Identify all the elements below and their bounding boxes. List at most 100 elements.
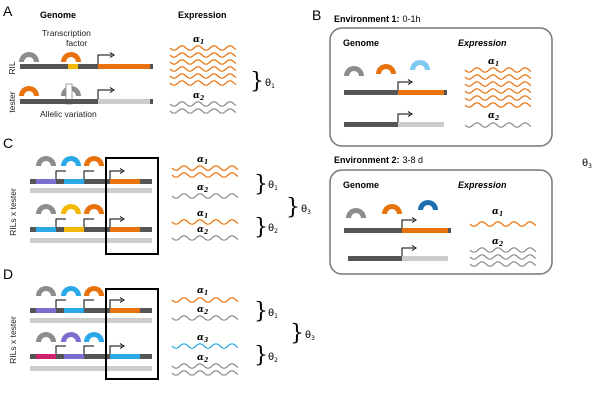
- panel-a-expression-heading: Expression: [178, 10, 227, 20]
- brace-icon: }: [286, 195, 300, 220]
- promoter-dark: [30, 308, 152, 313]
- tf-orange-icon: [19, 86, 39, 96]
- c-orange-waves-2: [171, 219, 239, 225]
- tss-arrow-icon: [109, 218, 122, 227]
- tf-orange-icon: [84, 286, 104, 296]
- panel-label-a: A: [3, 3, 13, 19]
- tss-arrow-icon: [97, 54, 112, 64]
- promoter-dark: [344, 228, 402, 233]
- tss-arrow-icon: [83, 345, 94, 354]
- theta-3-label-b: θ3: [582, 158, 592, 170]
- gene-orange: [402, 228, 448, 233]
- expression-wave: [469, 221, 537, 227]
- expression-wave: [171, 363, 239, 369]
- expression-wave: [171, 165, 239, 171]
- env1-alpha-2-label: α2: [488, 111, 499, 122]
- env2-label: Environment 2:3-8 d: [334, 155, 423, 165]
- env2-orange-waves: [469, 221, 537, 227]
- arrow-head-icon: [119, 297, 125, 303]
- expression-wave: [171, 193, 239, 199]
- c-gray-waves-1: [171, 193, 239, 199]
- expression-wave: [171, 343, 239, 349]
- expression-wave: [469, 254, 537, 260]
- d-alpha-1-label: α1: [197, 286, 208, 297]
- promoter-dark: [344, 122, 398, 127]
- tf-label-line2: factor: [66, 38, 87, 48]
- expression-wave: [169, 80, 237, 86]
- expression-wave: [464, 81, 532, 87]
- arrow-head-icon: [407, 79, 413, 85]
- focus-gene-box: [105, 288, 159, 380]
- ril-row-label: RIL: [7, 61, 17, 75]
- gene-gray: [402, 256, 448, 261]
- d-alpha-2-label: α2: [197, 305, 208, 316]
- tss-arrow-icon: [109, 299, 122, 308]
- panel-c: RILs x tester α1 α2 α1 α2: [8, 155, 311, 255]
- gene-end: [150, 64, 153, 69]
- panel-label-c: C: [3, 135, 13, 151]
- panel-a-genome-heading: Genome: [40, 10, 76, 20]
- expression-wave: [169, 45, 237, 51]
- tf-purple-icon: [61, 332, 81, 342]
- arrow-head-icon: [109, 87, 115, 93]
- tss-arrow-icon: [109, 345, 122, 354]
- tf-orange-icon: [61, 52, 81, 62]
- expression-wave: [464, 122, 532, 128]
- brace-icon: }: [254, 215, 268, 240]
- tf-label-line1: Transcription: [42, 28, 91, 38]
- promoter-dark: [30, 179, 152, 184]
- c-theta-3-label: θ3: [301, 204, 311, 216]
- env2-expression-heading: Expression: [458, 180, 507, 190]
- d-gray-waves-1: [171, 315, 239, 321]
- arrow-head-icon: [119, 168, 125, 174]
- tss-arrow-icon: [55, 299, 66, 308]
- expression-wave: [169, 59, 237, 65]
- promoter-dark: [344, 90, 398, 95]
- expression-wave: [169, 73, 237, 79]
- arrow-head-icon: [411, 245, 417, 251]
- expression-wave: [169, 108, 237, 114]
- binding-site-purple: [36, 308, 56, 313]
- env1-expression-heading: Expression: [458, 38, 507, 48]
- tf-blue-icon: [61, 286, 81, 296]
- expression-wave: [171, 235, 239, 241]
- d-orange-waves: [171, 297, 239, 303]
- panel-label-d: D: [3, 266, 13, 282]
- env2-genome-heading: Genome: [343, 180, 379, 190]
- tss-arrow-icon: [83, 299, 94, 308]
- binding-site-yellow: [64, 227, 84, 232]
- d-alpha-2b-label: α2: [197, 353, 208, 364]
- expression-wave: [464, 88, 532, 94]
- c-alpha-1-label: α1: [197, 155, 208, 166]
- gray-waves-low: [169, 101, 237, 114]
- gene-end: [150, 99, 153, 104]
- arrow-head-icon: [119, 216, 125, 222]
- gene-orange: [398, 90, 444, 95]
- binding-site-purple: [36, 179, 56, 184]
- tf-blue-icon: [84, 332, 104, 342]
- env2-alpha-1-label: α1: [492, 207, 503, 218]
- gene-orange: [110, 227, 140, 232]
- binding-site-pink: [36, 354, 56, 359]
- promoter-dark: [20, 64, 98, 69]
- c-orange-waves-1: [171, 165, 239, 178]
- binding-site-blue: [64, 179, 84, 184]
- gene-gray: [398, 122, 444, 127]
- gene-blue: [110, 354, 140, 359]
- tss-arrow-icon: [401, 247, 414, 256]
- expression-wave: [169, 101, 237, 107]
- tss-arrow-icon: [401, 219, 414, 228]
- brace-icon: }: [250, 69, 264, 94]
- panel-c-side-label: RILs x tester: [8, 188, 18, 236]
- expression-wave: [469, 247, 537, 253]
- gene-orange: [110, 308, 140, 313]
- arrow-head-icon: [411, 217, 417, 223]
- expression-wave: [169, 66, 237, 72]
- tf-orange-icon: [84, 156, 104, 166]
- expression-wave: [469, 261, 537, 267]
- tf-gray-icon: [36, 204, 56, 214]
- tf-yellow-icon: [61, 204, 81, 214]
- tss-arrow-icon: [55, 170, 66, 179]
- brace-icon: }: [290, 321, 304, 346]
- arrow-head-icon: [109, 52, 115, 58]
